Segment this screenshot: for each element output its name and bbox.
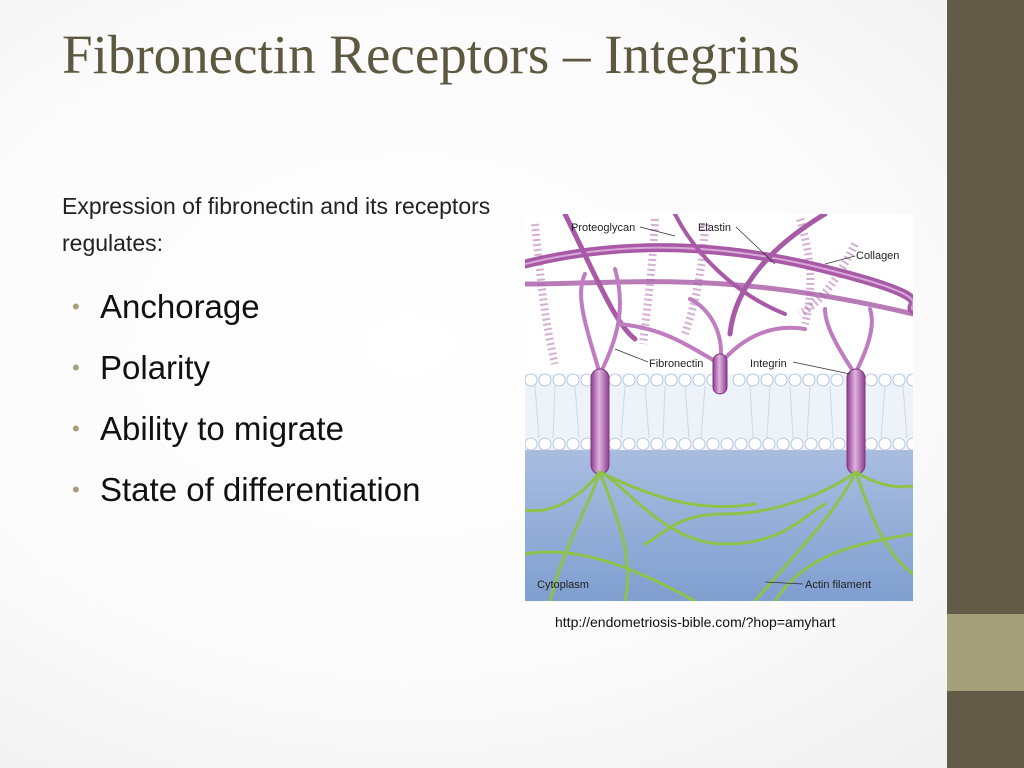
collagen-fibers [525, 214, 913, 342]
bullet-dot-icon: • [72, 416, 80, 441]
intro-text: Expression of fibronectin and its recept… [62, 193, 491, 256]
cytoplasm-region [525, 450, 913, 601]
label-elastin: Elastin [698, 222, 731, 234]
bullet-list: • Anchorage • Polarity • Ability to migrate… [72, 276, 420, 520]
slide-title: Fibronectin Receptors – Integrins [62, 24, 800, 85]
bullet-text: State of differentiation [100, 471, 421, 508]
fibronectin-strands [578, 267, 874, 376]
bullet-dot-icon: • [72, 294, 80, 319]
bullet-text: Anchorage [100, 288, 260, 325]
integrin-diagram-svg: Proteoglycan Elastin Collagen Fibronecti… [525, 214, 913, 601]
label-leader-lines [614, 226, 856, 585]
integrin-receptors [590, 353, 866, 475]
integrin-diagram: Proteoglycan Elastin Collagen Fibronecti… [525, 214, 913, 601]
label-integrin: Integrin [750, 358, 787, 370]
actin-filaments [525, 470, 913, 601]
sidebar-accent-block [947, 614, 1024, 691]
bullet-text: Polarity [100, 349, 211, 386]
label-proteoglycan: Proteoglycan [571, 222, 635, 234]
label-actin-filament: Actin filament [805, 579, 871, 591]
bullet-item: • Ability to migrate [72, 398, 420, 459]
image-credit-link[interactable]: http://endometriosis-bible.com/?hop=amyh… [555, 614, 836, 630]
label-collagen: Collagen [856, 250, 899, 262]
bullet-text: Ability to migrate [100, 410, 344, 447]
bullet-item: • Polarity [72, 337, 420, 398]
bullet-dot-icon: • [72, 355, 80, 380]
bullet-item: • Anchorage [72, 276, 420, 337]
label-cytoplasm: Cytoplasm [537, 579, 589, 591]
label-fibronectin: Fibronectin [649, 358, 703, 370]
bullet-dot-icon: • [72, 477, 80, 502]
bullet-item: • State of differentiation [72, 459, 420, 520]
